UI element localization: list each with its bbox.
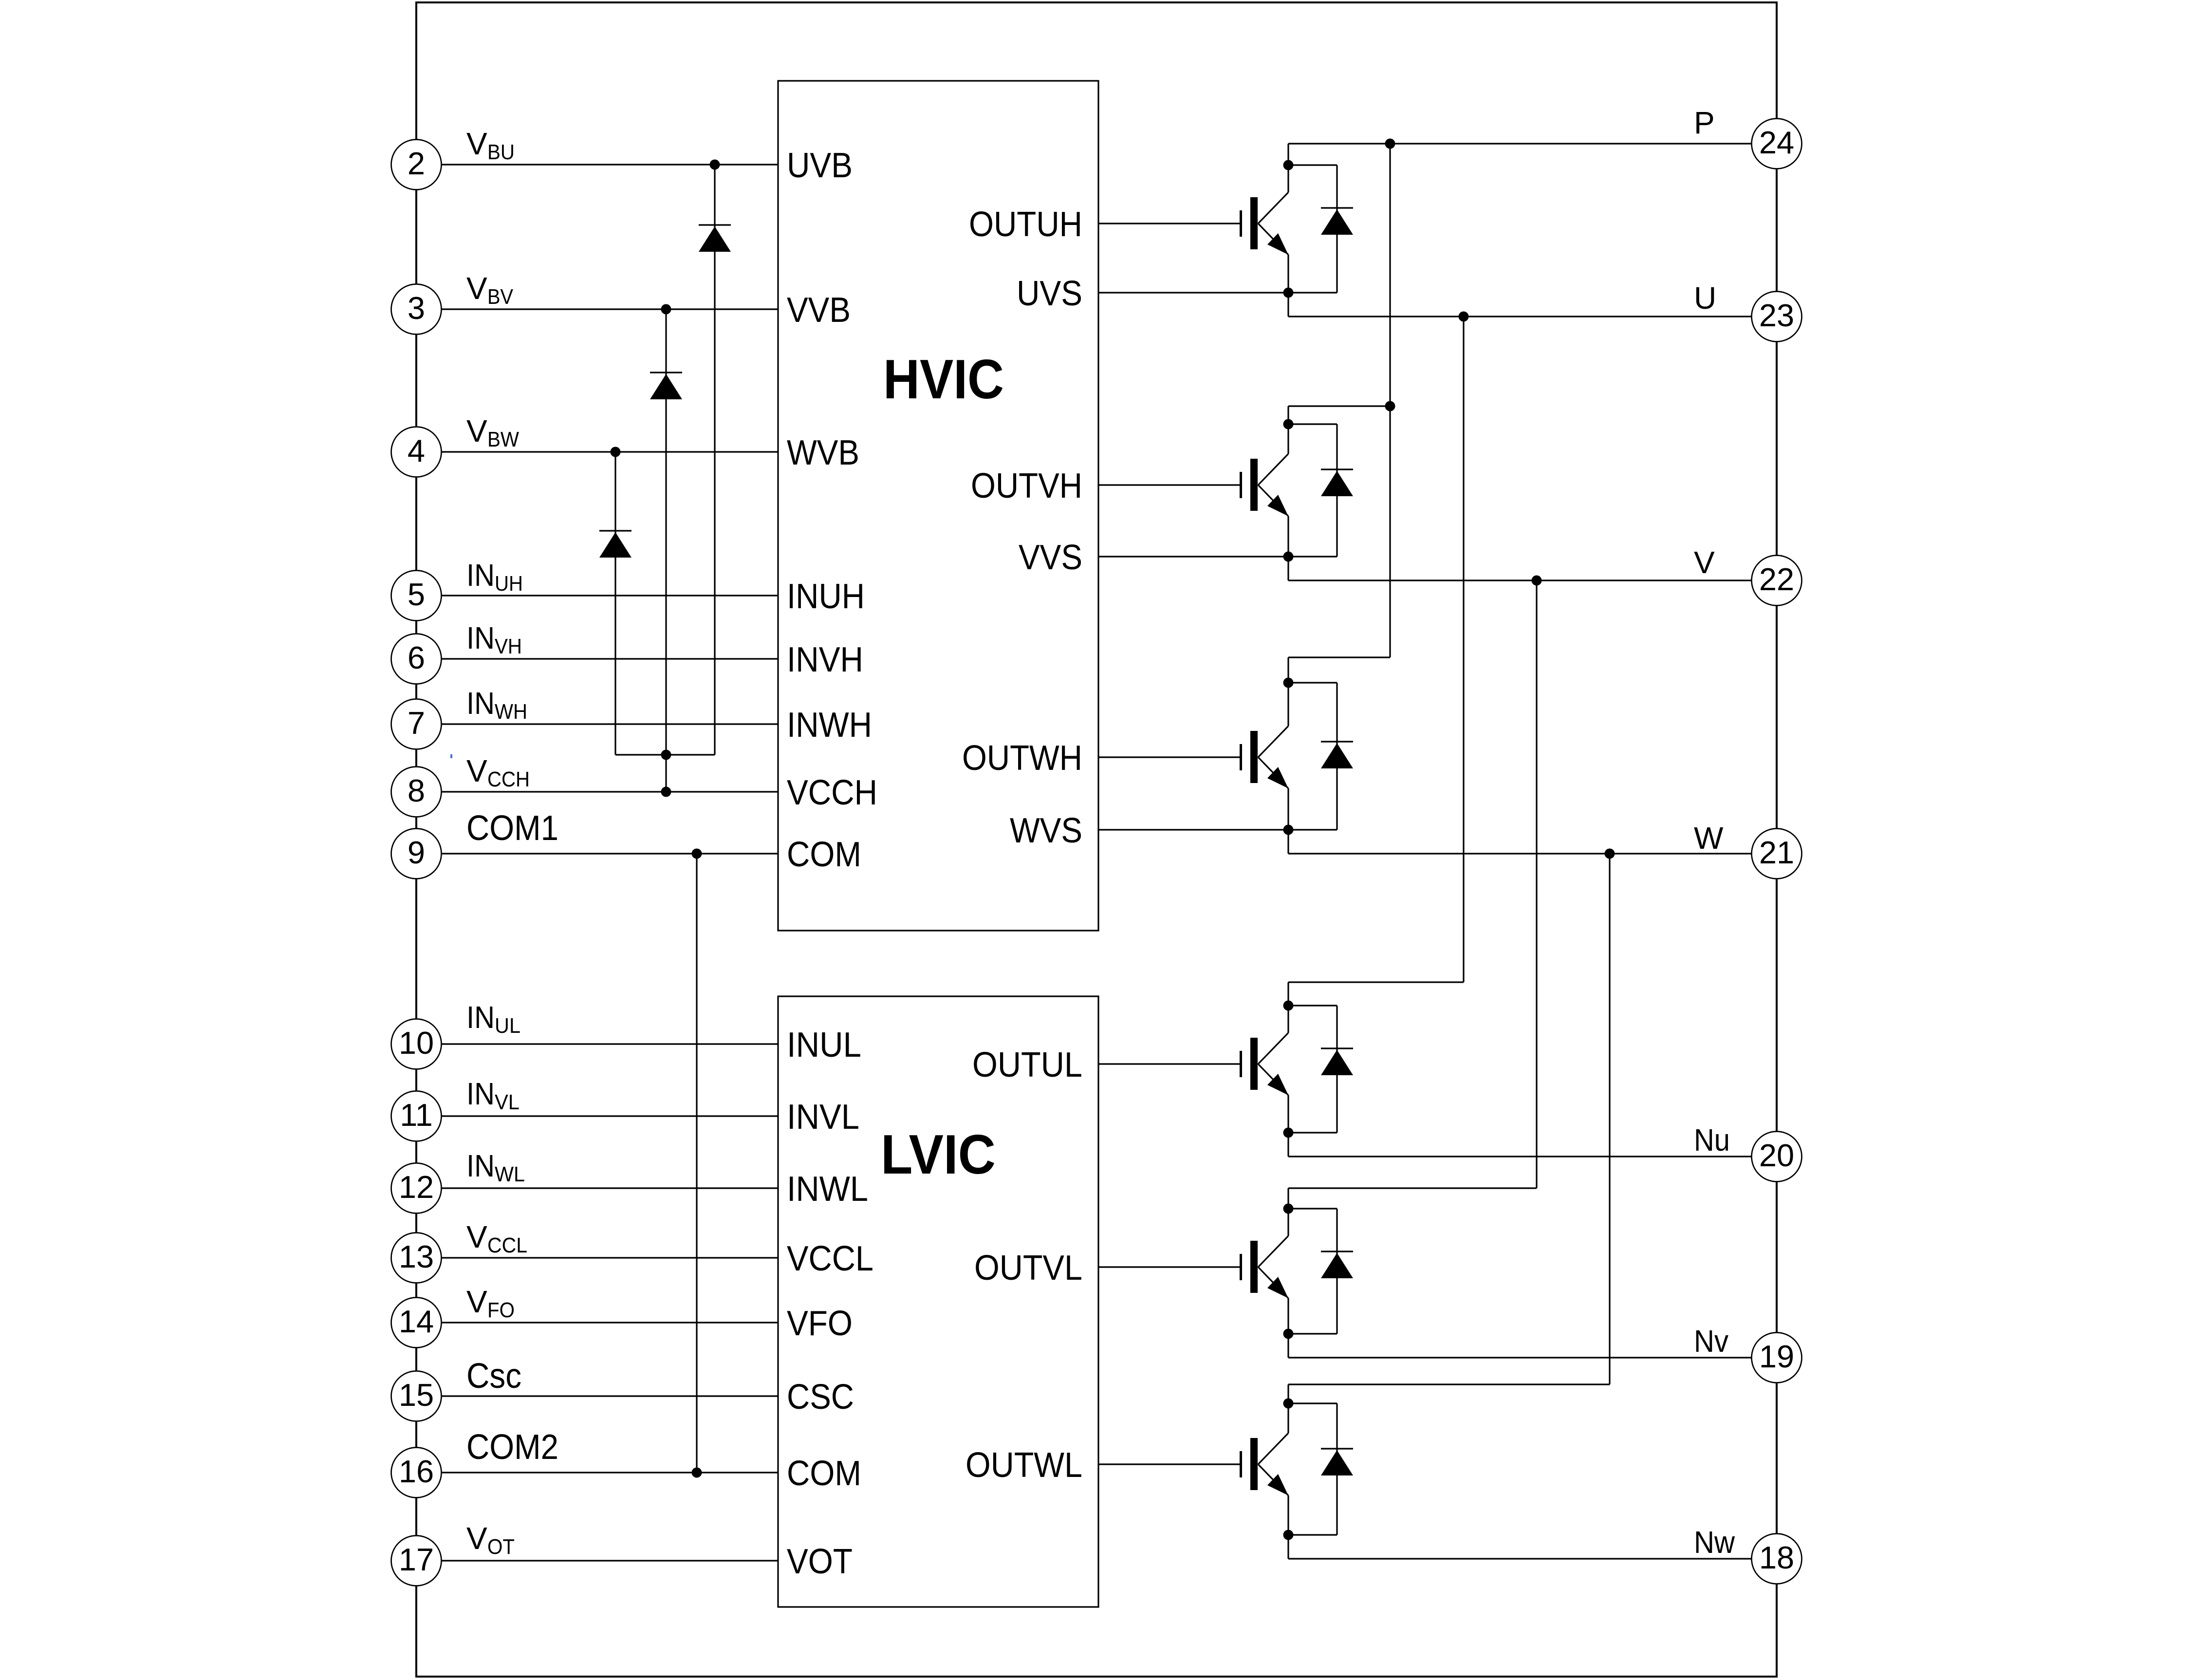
svg-text:24: 24	[1759, 125, 1794, 160]
svg-text:P: P	[1694, 105, 1715, 140]
svg-text:V: V	[466, 126, 487, 161]
svg-text:COM: COM	[787, 835, 861, 874]
svg-text:WL: WL	[495, 1162, 525, 1186]
svg-text:FO: FO	[487, 1298, 515, 1322]
svg-text:INUH: INUH	[787, 577, 865, 616]
svg-text:CCL: CCL	[487, 1233, 527, 1257]
svg-text:VCCL: VCCL	[787, 1239, 873, 1278]
svg-text:HVIC: HVIC	[883, 349, 1004, 411]
svg-text:12: 12	[399, 1169, 434, 1205]
svg-text:IN: IN	[466, 1000, 495, 1035]
svg-text:OUTVL: OUTVL	[974, 1249, 1082, 1288]
svg-text:VVB: VVB	[787, 291, 851, 330]
svg-text:Nw: Nw	[1694, 1525, 1735, 1560]
svg-text:15: 15	[399, 1377, 434, 1413]
svg-text:V: V	[466, 271, 487, 306]
svg-text:21: 21	[1759, 835, 1794, 870]
svg-text:UH: UH	[495, 572, 523, 596]
svg-text:INVL: INVL	[787, 1098, 859, 1137]
svg-text:7: 7	[408, 705, 425, 741]
svg-text:OT: OT	[487, 1535, 515, 1559]
svg-text:3: 3	[408, 290, 425, 326]
svg-text:14: 14	[399, 1304, 434, 1339]
svg-text:BU: BU	[487, 140, 515, 164]
svg-text:18: 18	[1759, 1540, 1794, 1575]
svg-text:BV: BV	[487, 285, 514, 309]
svg-text:IN: IN	[466, 558, 495, 593]
svg-text:OUTUL: OUTUL	[972, 1045, 1082, 1084]
svg-text:6: 6	[408, 640, 425, 675]
svg-text:CSC: CSC	[787, 1378, 854, 1417]
svg-text:W: W	[1694, 821, 1724, 856]
svg-text:WVB: WVB	[787, 433, 859, 472]
svg-text:IN: IN	[466, 686, 495, 721]
svg-text:V: V	[466, 1219, 487, 1254]
svg-text:VVS: VVS	[1019, 538, 1082, 577]
svg-text:UVS: UVS	[1017, 274, 1082, 313]
svg-text:5: 5	[408, 577, 425, 612]
svg-text:19: 19	[1759, 1339, 1794, 1374]
svg-text:20: 20	[1759, 1138, 1794, 1173]
svg-text:V: V	[466, 753, 487, 788]
svg-text:17: 17	[399, 1542, 434, 1577]
svg-text:16: 16	[399, 1454, 434, 1489]
svg-text:U: U	[1694, 280, 1716, 316]
svg-text:IN: IN	[466, 1148, 495, 1183]
svg-text:V: V	[466, 1521, 487, 1556]
svg-text:23: 23	[1759, 298, 1794, 333]
svg-text:OUTWH: OUTWH	[962, 739, 1082, 778]
svg-text:INWH: INWH	[787, 706, 872, 745]
svg-text:COM1: COM1	[466, 809, 558, 848]
svg-text:10: 10	[399, 1025, 434, 1061]
svg-text:WVS: WVS	[1010, 811, 1082, 850]
svg-text:Nu: Nu	[1694, 1122, 1730, 1157]
svg-text:VOT: VOT	[787, 1542, 853, 1581]
svg-text:VFO: VFO	[787, 1304, 853, 1343]
svg-text:VL: VL	[495, 1090, 520, 1114]
svg-text:V: V	[1694, 545, 1715, 580]
svg-text:OUTUH: OUTUH	[969, 205, 1082, 244]
svg-text:IN: IN	[466, 1076, 495, 1111]
svg-text:INUL: INUL	[787, 1026, 861, 1064]
svg-text:11: 11	[400, 1097, 432, 1133]
svg-text:INVH: INVH	[787, 640, 863, 679]
svg-text:13: 13	[399, 1239, 434, 1274]
svg-text:OUTVH: OUTVH	[971, 467, 1082, 505]
svg-text:INWL: INWL	[787, 1170, 868, 1209]
svg-text:LVIC: LVIC	[881, 1124, 996, 1186]
svg-text:UVB: UVB	[787, 146, 853, 185]
svg-text:BW: BW	[487, 428, 519, 451]
svg-text:8: 8	[408, 773, 425, 808]
svg-text:9: 9	[408, 835, 425, 870]
svg-text:CCH: CCH	[487, 767, 530, 791]
svg-text:OUTWL: OUTWL	[966, 1446, 1082, 1485]
svg-text:VCCH: VCCH	[787, 773, 877, 812]
svg-text:22: 22	[1759, 561, 1794, 597]
svg-text:4: 4	[408, 433, 425, 468]
svg-text:IN: IN	[466, 620, 495, 655]
svg-text:WH: WH	[495, 700, 527, 724]
svg-text:V: V	[466, 413, 487, 448]
svg-text:Nv: Nv	[1694, 1324, 1728, 1359]
svg-text:Csc: Csc	[466, 1357, 521, 1396]
svg-text:V: V	[466, 1284, 487, 1319]
svg-text:2: 2	[408, 146, 425, 181]
svg-text:COM: COM	[787, 1454, 861, 1493]
svg-text:UL: UL	[495, 1014, 520, 1038]
svg-text:COM2: COM2	[466, 1428, 558, 1467]
svg-text:VH: VH	[495, 635, 522, 658]
